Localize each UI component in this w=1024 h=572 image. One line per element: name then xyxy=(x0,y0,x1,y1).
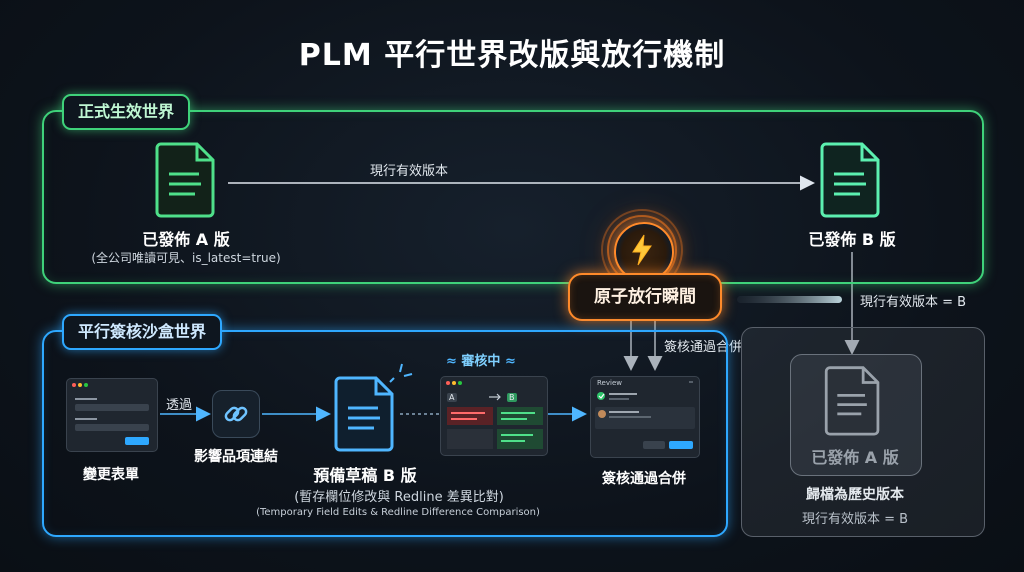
document-a-icon xyxy=(155,142,215,218)
production-world-panel xyxy=(42,110,984,284)
review-window-title: Review xyxy=(597,379,622,387)
draft-b-note-zh: (暫存欄位修改與 Redline 差異比對) xyxy=(294,490,504,505)
edge-label-current: 現行有效版本 xyxy=(370,164,449,179)
archived-document-icon xyxy=(824,366,880,436)
archive-label: 歸檔為歷史版本 xyxy=(806,487,904,503)
reviewing-badge: ≈ 審核中 ≈ xyxy=(446,350,516,369)
draft-b-label: 預備草稿 B 版 xyxy=(313,466,417,485)
review-window: Review xyxy=(590,376,700,458)
diff-a-badge: A xyxy=(449,393,455,402)
reviewing-marks-left: ≈ xyxy=(446,354,462,369)
diff-illustration xyxy=(446,381,543,449)
sparkle-icon xyxy=(389,363,413,383)
document-b-icon xyxy=(820,142,880,218)
approved-merge-label: 簽核通過合併 xyxy=(602,471,686,487)
change-form-label: 變更表單 xyxy=(83,467,139,483)
lightning-icon xyxy=(632,234,652,266)
review-illustration xyxy=(595,381,695,449)
edge-label-via: 透過 xyxy=(166,398,193,413)
archive-note: 現行有效版本 = B xyxy=(801,512,909,527)
draft-b-note-en: (Temporary Field Edits & Redline Differe… xyxy=(256,507,540,518)
production-world-label: 正式生效世界 xyxy=(62,94,191,130)
link-icon-box xyxy=(212,390,260,438)
current-version-bar xyxy=(737,296,842,303)
redline-diff-window: A B xyxy=(440,376,548,456)
archived-doc-a-label: 已發佈 A 版 xyxy=(811,448,899,467)
doc-a-label: 已發佈 A 版 xyxy=(142,230,230,249)
change-form-illustration xyxy=(72,383,149,445)
change-form-window xyxy=(66,378,158,452)
sandbox-world-label: 平行簽核沙盒世界 xyxy=(62,314,223,350)
doc-b-label: 已發佈 B 版 xyxy=(808,230,896,249)
sandbox-world-panel xyxy=(42,330,728,537)
edge-label-current-b: 現行有效版本 = B xyxy=(860,295,967,310)
page-title: PLM 平行世界改版與放行機制 xyxy=(298,38,726,73)
doc-a-note: (全公司唯讀可見、is_latest=true) xyxy=(91,251,281,265)
atomic-release-label: 原子放行瞬間 xyxy=(568,273,722,321)
diff-b-badge: B xyxy=(509,393,515,402)
link-items-label: 影響品項連結 xyxy=(194,449,278,465)
link-icon xyxy=(224,406,248,422)
reviewing-label: 審核中 xyxy=(461,354,501,369)
draft-b-document-icon xyxy=(334,376,394,452)
reviewing-marks-right: ≈ xyxy=(500,354,516,369)
